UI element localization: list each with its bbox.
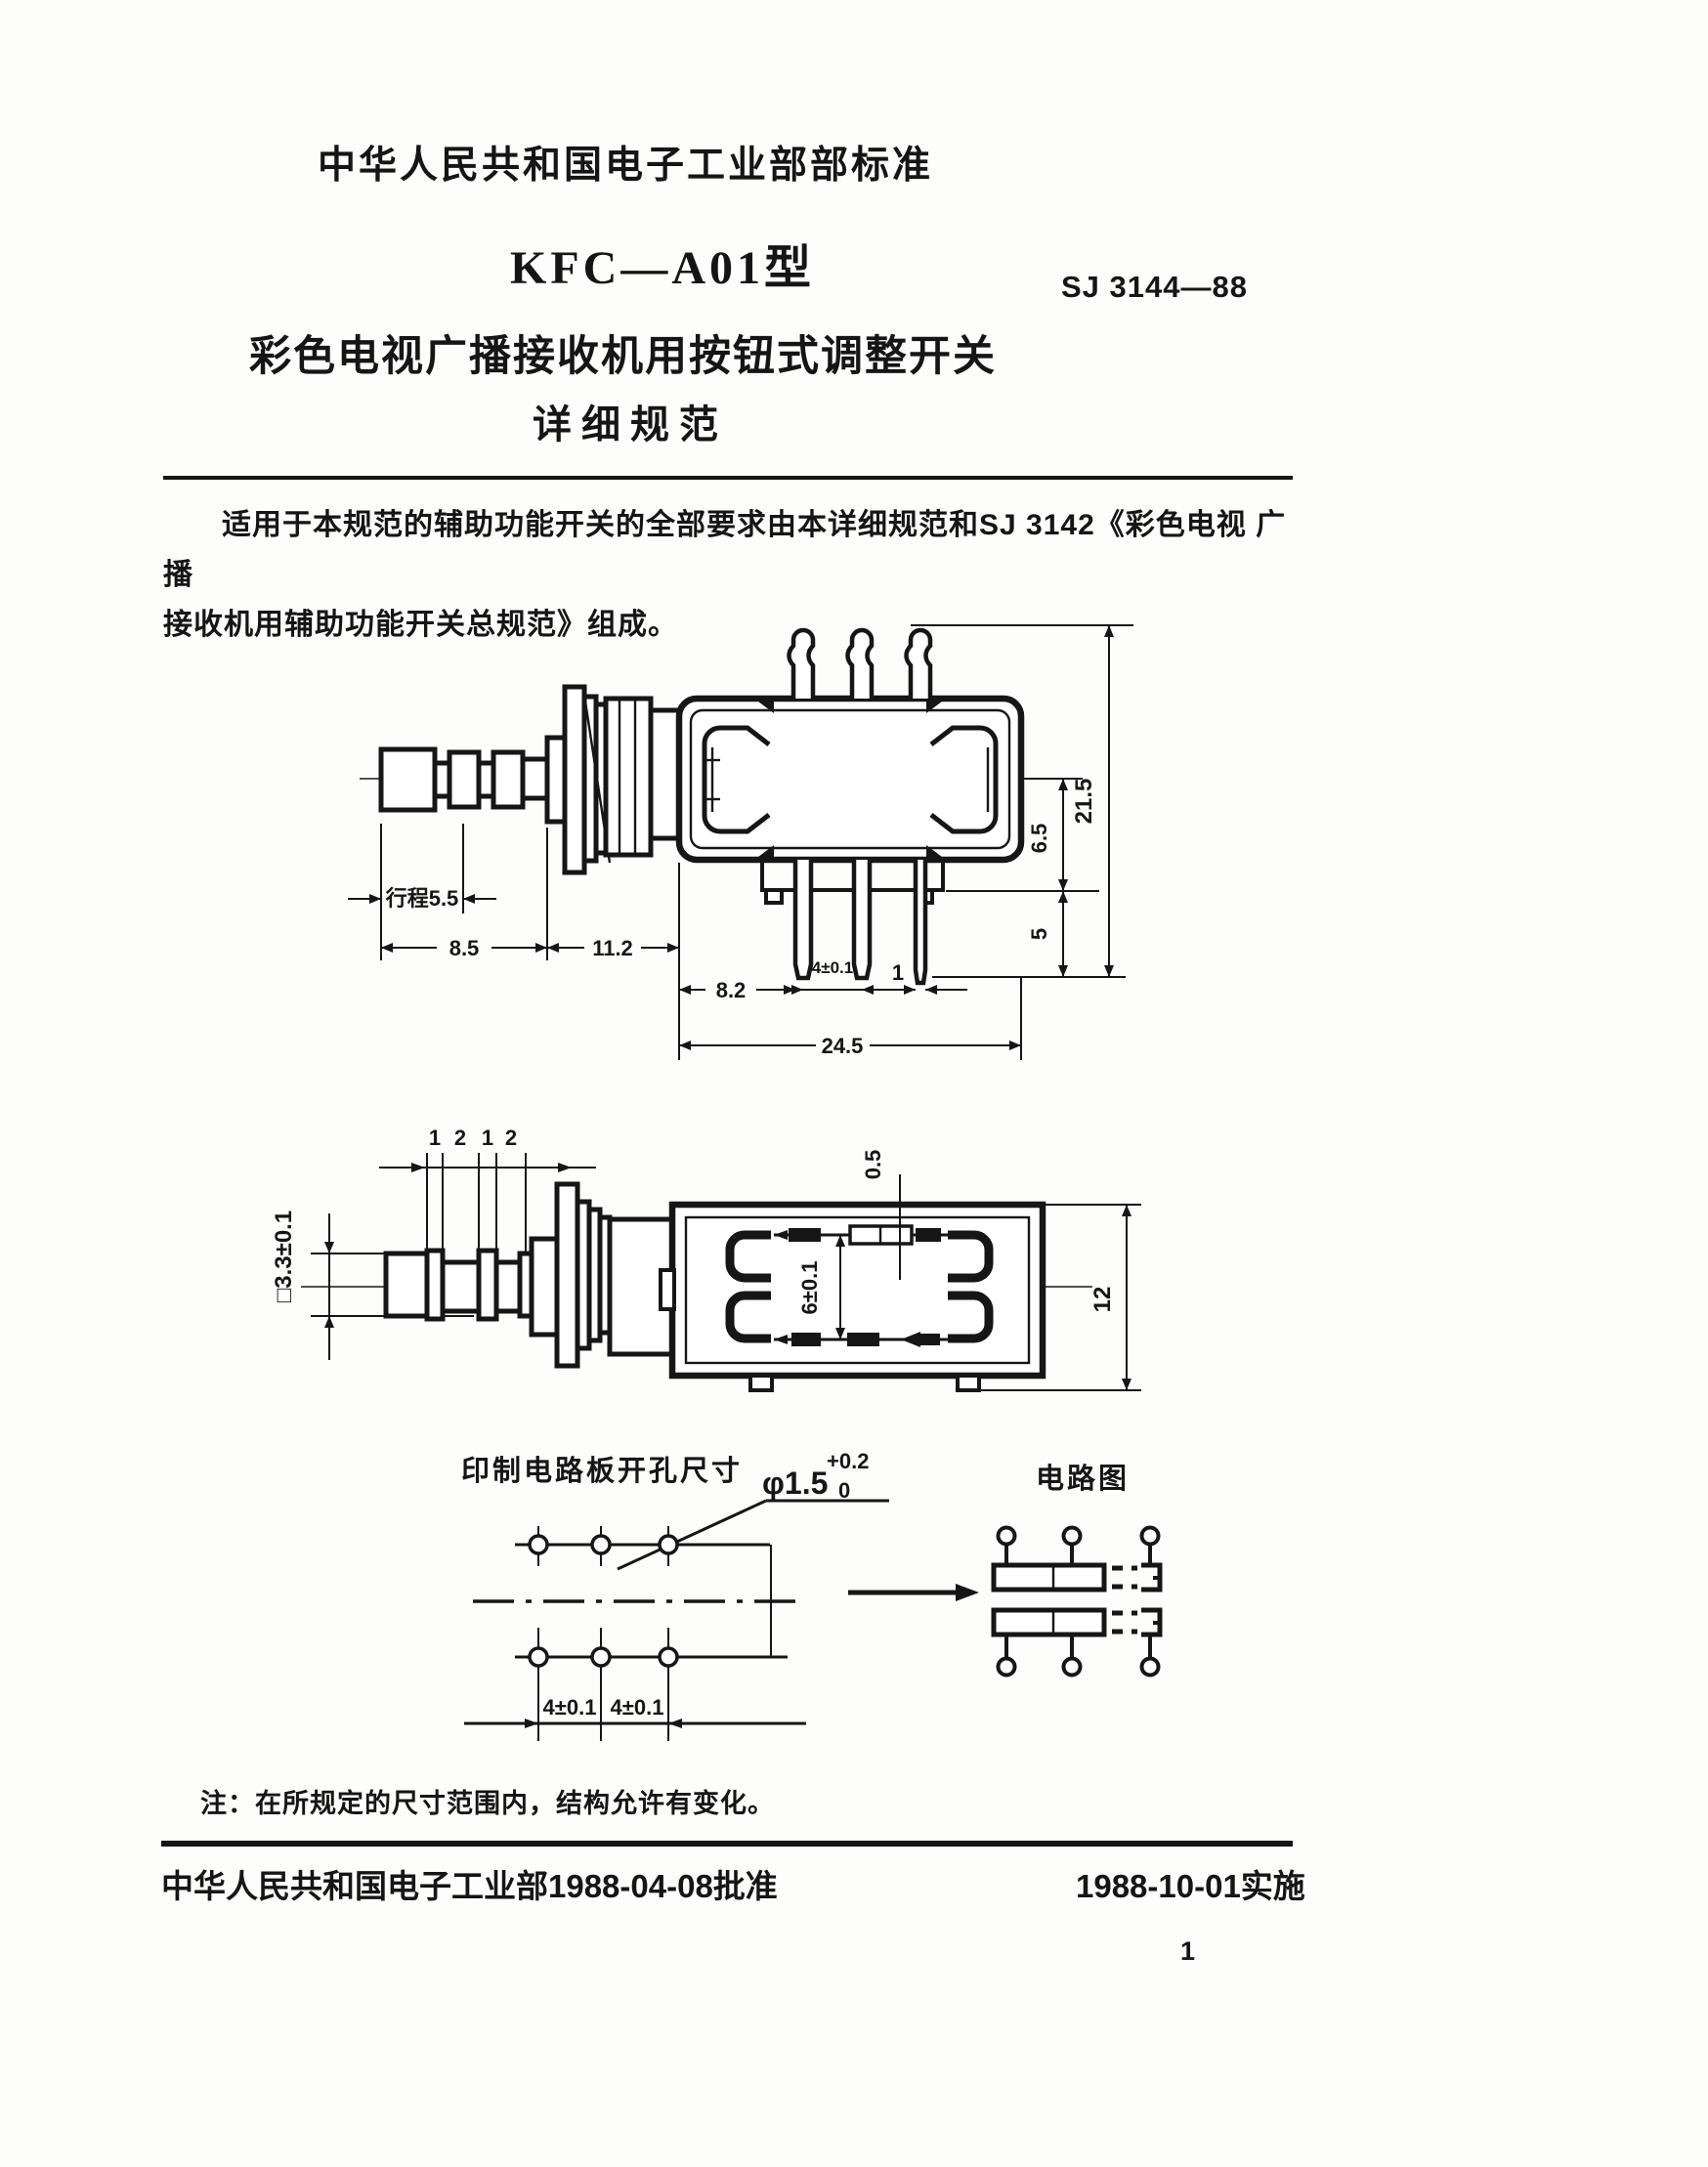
approval-statement: 中华人民共和国电子工业部1988-04-08批准 (161, 1868, 778, 1904)
scope-line-1: 适用于本规范的辅助功能开关的全部要求由本详细规范和SJ 3142《彩色电视 广播 (163, 509, 1287, 591)
page-number: 1 (1180, 1936, 1196, 1966)
dim-0-5-label: 0.5 (861, 1150, 885, 1180)
hole-tolerance-lower: 0 (838, 1478, 850, 1503)
plunger-shaft (378, 735, 568, 825)
footer-divider-rule (161, 1841, 1293, 1847)
side-view-drawing: 行程5.5 8.5 11.2 8.2 4±0.1 (348, 624, 1133, 1060)
pointer-arrow-icon (956, 1584, 979, 1601)
pitch-label-4: 2 (505, 1126, 517, 1150)
dim-12-label: 12 (1089, 1287, 1116, 1313)
document-subtitle: 详细规范 (533, 404, 728, 446)
circuit-diagram: 电路图 (848, 1463, 1163, 1678)
hole-tolerance-upper: +0.2 (827, 1449, 869, 1473)
hole-diameter-label: φ1.5 (762, 1466, 828, 1501)
scope-line-2: 接收机用辅助功能开关总规范》组成。 (163, 609, 678, 641)
pcb-and-circuit-drawing: 印制电路板开孔尺寸 φ1.5 +0.2 0 4±0.1 4±0.1 (461, 1449, 1163, 1741)
shaft-square-dimension: □3.3±0.1 (271, 1211, 474, 1360)
title-divider-rule (163, 476, 1293, 480)
pcb-hole-layout: 印制电路板开孔尺寸 φ1.5 +0.2 0 4±0.1 4±0.1 (461, 1449, 889, 1741)
plunger-top-view (383, 1181, 675, 1369)
hole-pitch-label-2: 4±0.1 (611, 1695, 664, 1720)
dim-6-5-label: 6.5 (1027, 824, 1051, 854)
dim-11-2-label: 11.2 (592, 936, 633, 960)
pitch-label-1: 1 (429, 1126, 441, 1150)
implementation-date: 1988-10-01实施 (1076, 1868, 1305, 1904)
pin-pitch-dimension: 1 2 1 2 (379, 1126, 596, 1270)
dim-8-2-label: 8.2 (716, 978, 747, 1002)
circuit-caption: 电路图 (1036, 1463, 1130, 1495)
dim-1-label: 1 (892, 960, 904, 985)
switch-body-top-view (659, 1201, 1046, 1392)
dim-8-5-label: 8.5 (449, 936, 480, 960)
top-terminals (787, 627, 933, 699)
top-view-dimensions: 6±0.1 0.5 12 (797, 1150, 1141, 1391)
pitch-label-3: 1 (482, 1126, 493, 1150)
mounting-bushing (562, 684, 682, 875)
dim-24-5-label: 24.5 (822, 1034, 864, 1058)
side-view-dimensions: 行程5.5 8.5 11.2 8.2 4±0.1 (348, 624, 1133, 1060)
switch-body-side (675, 695, 1025, 864)
hole-pitch-label-1: 4±0.1 (543, 1695, 597, 1720)
dim-stroke-label: 行程5.5 (385, 886, 459, 911)
dim-4-0-1-label: 4±0.1 (812, 958, 853, 977)
top-view-drawing: 1 2 1 2 □3.3±0.1 (271, 1126, 1141, 1392)
model-designation: KFC—A01型 (510, 242, 815, 294)
document-title: 彩色电视广播接收机用按钮式调整开关 (249, 333, 997, 380)
standard-authority-heading: 中华人民共和国电子工业部部标准 (318, 145, 934, 187)
dim-5-label: 5 (1027, 928, 1051, 940)
dim-21-5-label: 21.5 (1071, 779, 1097, 825)
standard-code: SJ 3144—88 (1061, 270, 1248, 304)
bottom-foot-and-terminals (760, 860, 945, 986)
note-text: 注：在所规定的尺寸范围内，结构允许有变化。 (200, 1789, 775, 1818)
contact-strips (774, 1224, 948, 1347)
pitch-label-2: 2 (454, 1126, 466, 1150)
scope-paragraph: 适用于本规范的辅助功能开关的全部要求由本详细规范和SJ 3142《彩色电视 广播… (163, 500, 1316, 650)
dim-6-0-1-label: 6±0.1 (797, 1261, 822, 1315)
dim-square-3-3-label: □3.3±0.1 (271, 1211, 297, 1302)
pcb-caption: 印制电路板开孔尺寸 (461, 1455, 743, 1487)
